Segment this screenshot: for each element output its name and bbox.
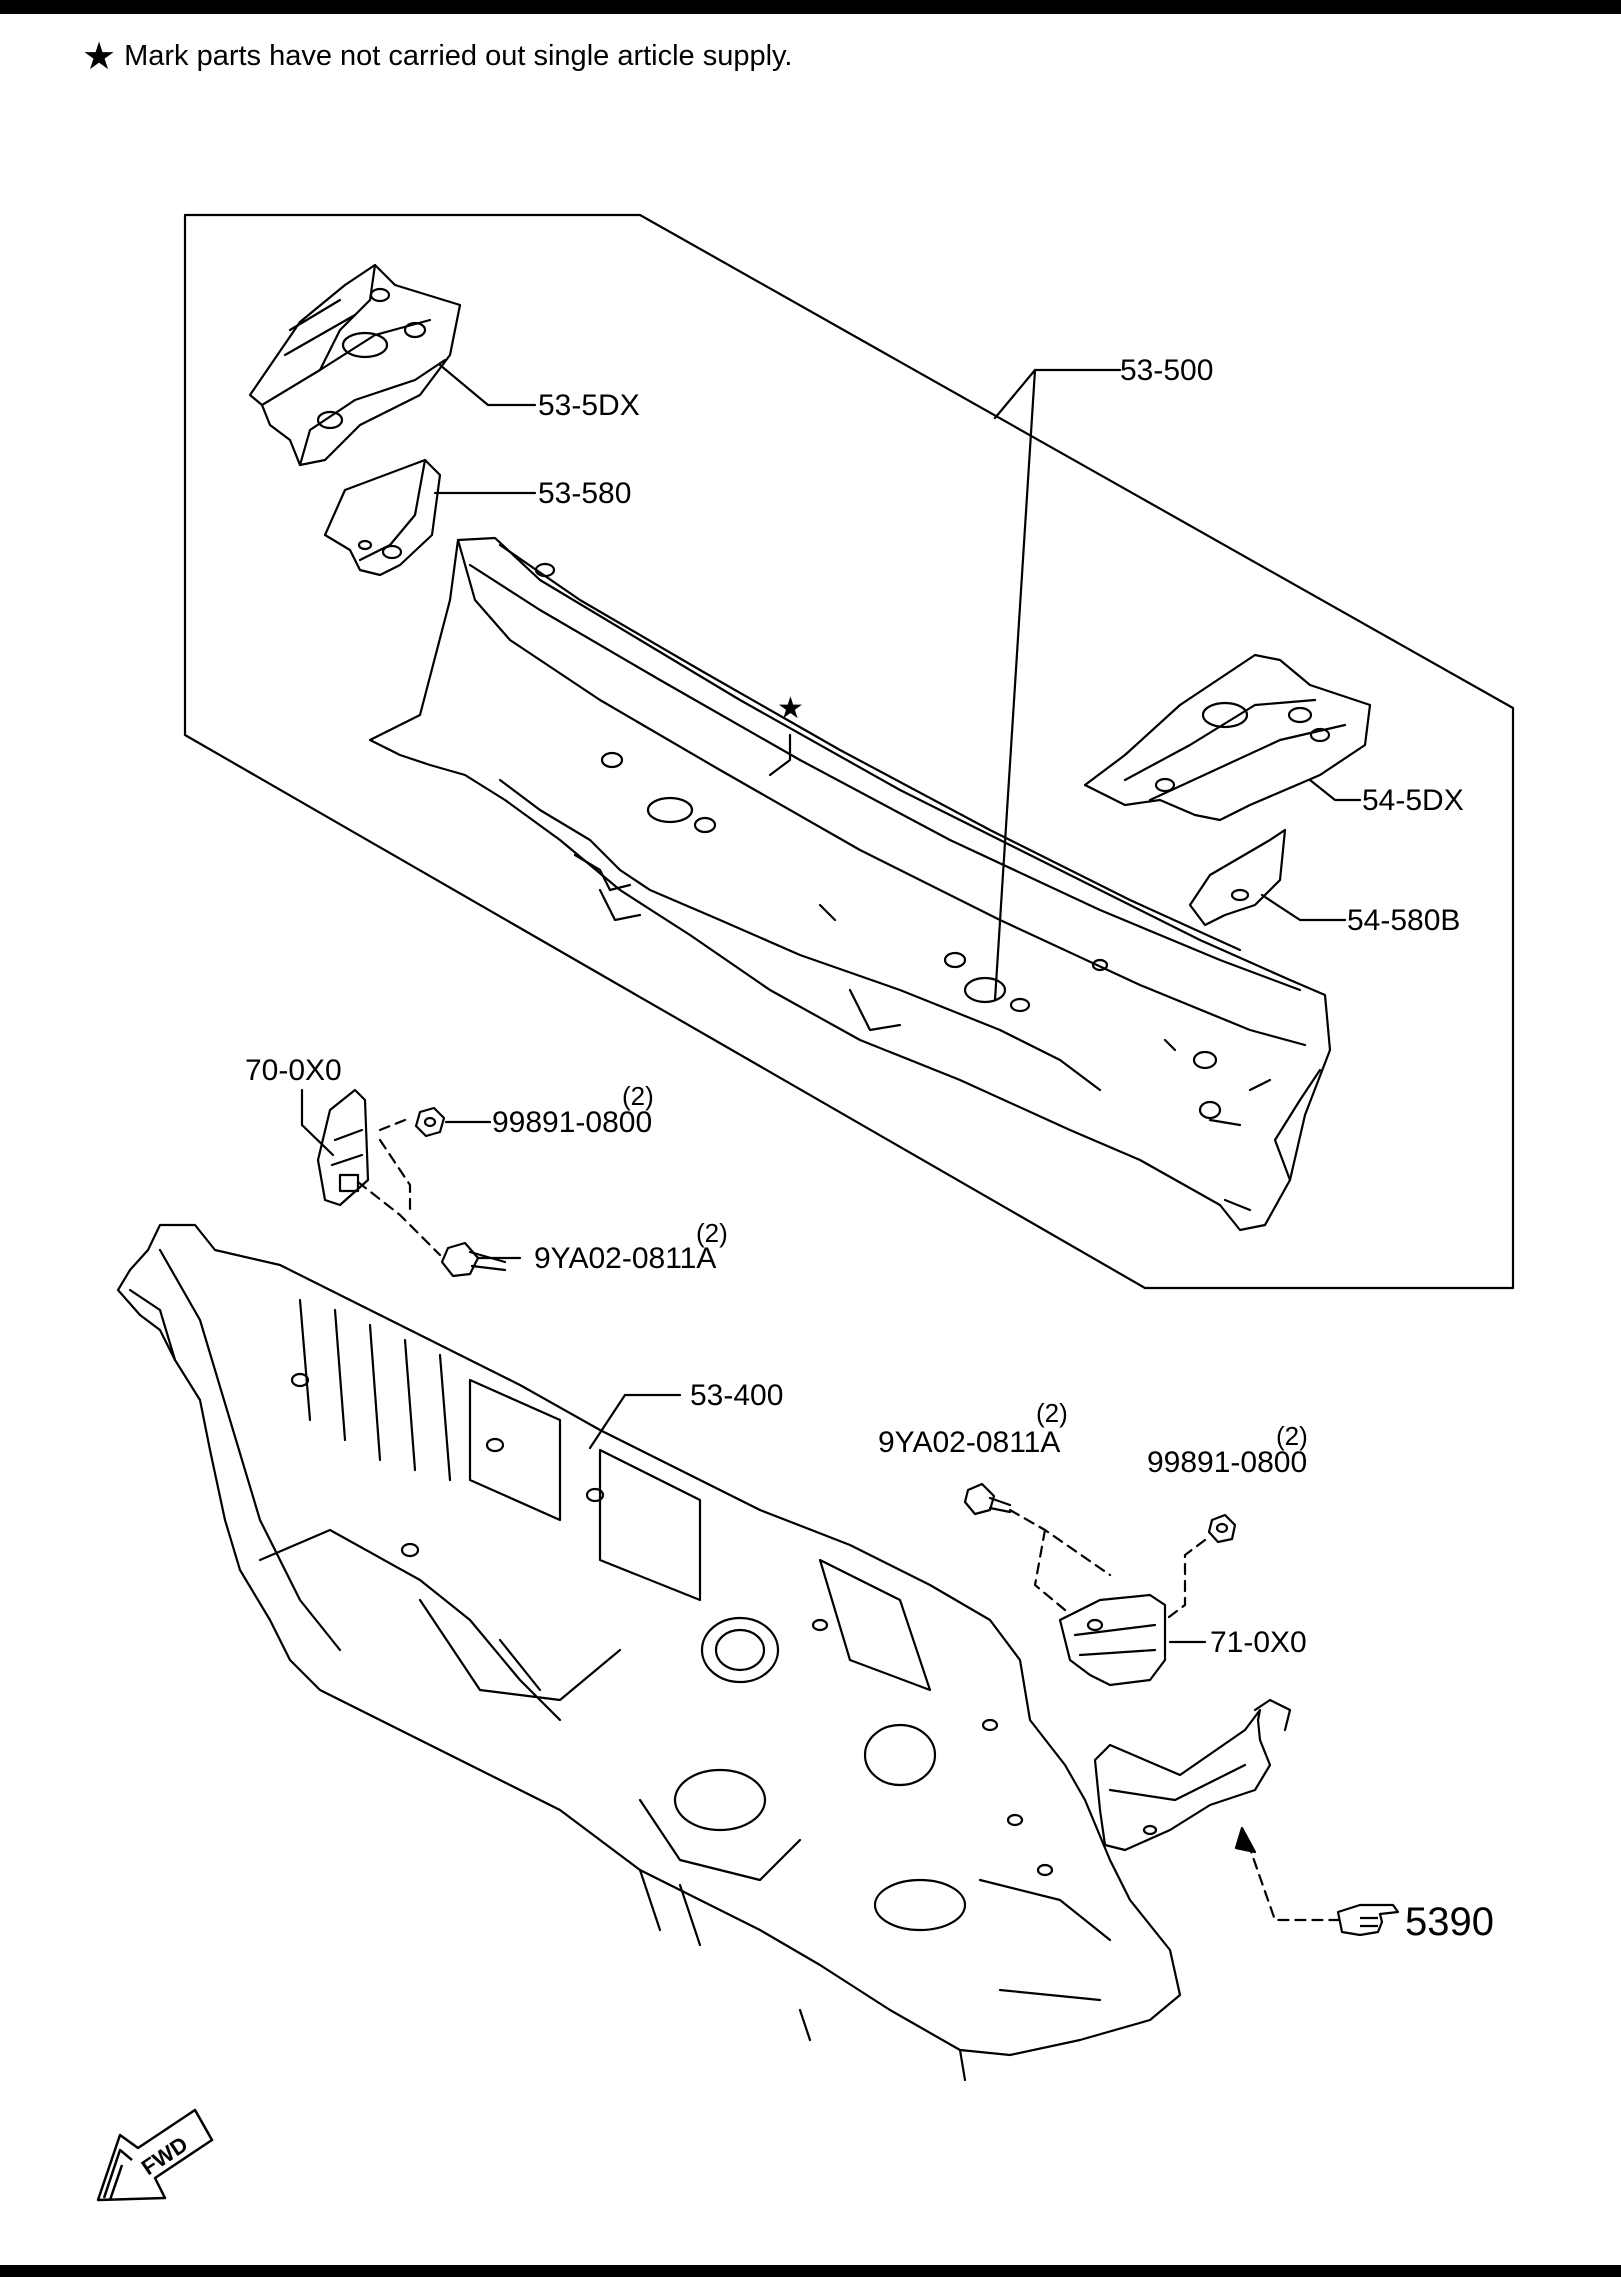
assembly-outline [183, 213, 1515, 1290]
qty-9ya02-0811a-b: (2) [1036, 1398, 1068, 1428]
part-53-580[interactable] [323, 458, 442, 577]
callout-99891-0800-b: 99891-0800 [1147, 1446, 1307, 1479]
nut-99891-0800-a[interactable] [414, 1106, 446, 1138]
leader-54-5dx [1308, 778, 1362, 802]
part-71-0x0[interactable] [1058, 1593, 1167, 1687]
dashed-leader-left [356, 1118, 442, 1257]
leader-53-5dx [438, 363, 537, 407]
callout-99891-0800-a: 99891-0800 [492, 1106, 652, 1139]
notice: ★Mark parts have not carried out single … [82, 36, 792, 77]
bolt-9ya02-0811a-a[interactable] [440, 1241, 507, 1278]
qty-99891-0800-a: (2) [622, 1081, 654, 1111]
top-border [0, 0, 1621, 14]
callout-53-5dx: 53-5DX [538, 389, 640, 422]
callout-70-0x0: 70-0X0 [245, 1054, 342, 1087]
callout-71-0x0: 71-0X0 [1210, 1626, 1307, 1659]
qty-99891-0800-b: (2) [1276, 1421, 1308, 1451]
callout-9ya02-0811a-a: 9YA02-0811A [534, 1242, 716, 1275]
part-reinforcement-5390[interactable] [1093, 1698, 1292, 1852]
leader-53-400 [588, 1393, 682, 1450]
arrowhead-5390 [1234, 1826, 1257, 1854]
star-icon: ★ [82, 36, 117, 78]
part-54-5dx[interactable] [1083, 653, 1372, 822]
qty-9ya02-0811a-a: (2) [696, 1218, 728, 1248]
forward-arrow-icon [96, 2108, 214, 2202]
dashed-leader-5390 [1246, 1841, 1342, 1922]
callout-53-500: 53-500 [1120, 354, 1213, 387]
leader-54-580b [1260, 893, 1347, 922]
leader-70-0x0 [300, 1088, 335, 1157]
callout-54-580b: 54-580B [1347, 904, 1460, 937]
part-53-5dx[interactable] [248, 263, 462, 467]
part-54-580b[interactable] [1188, 828, 1287, 927]
pointing-hand-icon [1336, 1903, 1400, 1937]
star-marker: ★ [777, 692, 804, 725]
part-70-0x0[interactable] [316, 1088, 370, 1207]
part-53-400[interactable] [116, 1223, 1182, 2082]
callout-9ya02-0811a-b: 9YA02-0811A [878, 1426, 1060, 1459]
callout-54-5dx: 54-5DX [1362, 784, 1464, 817]
reference-5390[interactable]: 5390 [1405, 1900, 1494, 1944]
bolt-9ya02-0811a-b[interactable] [963, 1482, 1012, 1516]
notice-text: Mark parts have not carried out single a… [124, 40, 793, 72]
callout-53-580: 53-580 [538, 477, 631, 510]
callout-53-400: 53-400 [690, 1379, 783, 1412]
dashed-leader-right [1008, 1508, 1207, 1622]
bottom-border [0, 2265, 1621, 2277]
part-cowl-panel[interactable] [368, 536, 1332, 1232]
leader-53-500 [993, 368, 1122, 1002]
nut-99891-0800-b[interactable] [1207, 1513, 1237, 1544]
leader-star [768, 733, 792, 777]
